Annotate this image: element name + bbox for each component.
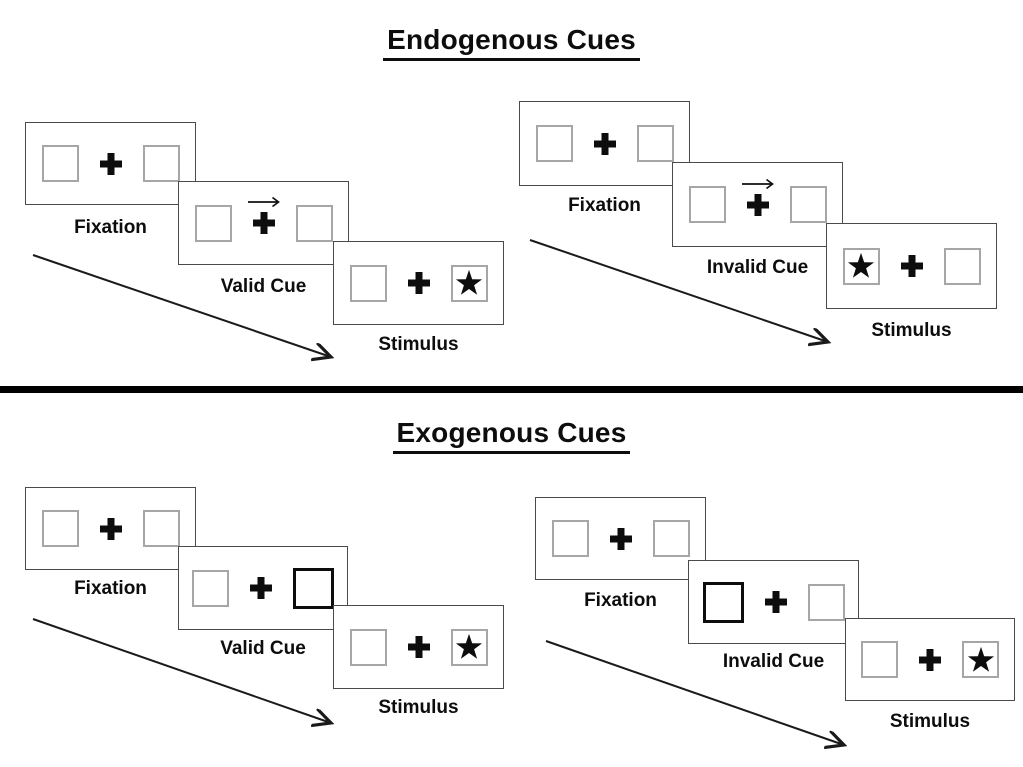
left-box [702,581,744,623]
panel-label: Fixation [584,590,657,611]
panel-label: Stimulus [378,334,459,355]
fixation-cross-icon [99,152,122,175]
left-box [861,641,898,678]
heavy-plus-icon [919,648,941,671]
fixation-panel [535,497,706,580]
right-box [652,520,690,557]
fixation-cross-icon [593,132,616,155]
section-title-endogenous: Endogenous Cues [0,24,1023,61]
section-divider [0,386,1023,393]
fixation-cross-icon [741,178,774,216]
left-box [192,569,229,607]
panel-label: Invalid Cue [722,651,825,672]
sequence-arrow-icon [545,640,856,755]
heavy-plus-icon [99,517,122,540]
panel-label: Valid Cue [220,638,306,659]
cue-arrow-icon [741,178,774,189]
right-box [636,125,674,162]
heavy-plus-icon [764,591,787,613]
star-icon [455,633,483,659]
section-title-text: Endogenous Cues [383,24,640,61]
sequence-arrow-icon [32,618,343,733]
heavy-plus-icon [407,272,430,294]
star-icon [455,269,483,295]
heavy-plus-icon [900,255,923,277]
fixation-cross-icon [609,527,632,550]
heavy-plus-icon [99,152,122,175]
left-box [349,628,387,666]
right-box [142,510,180,547]
fixation-cross-icon [250,577,272,599]
panel-label: Stimulus [378,697,459,718]
fixation-cross-icon [99,517,122,540]
right-box [293,567,334,609]
left-box [842,247,880,285]
left-box [194,204,232,242]
panel-label: Fixation [568,195,641,216]
panel-label: Fixation [74,217,147,238]
heavy-plus-icon [746,193,769,216]
left-box [551,520,589,557]
right-box [450,264,488,302]
panel-label: Valid Cue [220,276,307,297]
fixation-panel [25,487,196,570]
fixation-panel [519,101,690,186]
right-box [450,628,488,666]
panel-label: Invalid Cue [706,257,809,278]
fixation-cross-icon [764,591,787,613]
heavy-plus-icon [407,636,430,658]
fixation-panel [25,122,196,205]
fixation-cross-icon [247,196,280,234]
right-box [943,247,981,285]
cue-arrow-icon [247,196,280,208]
left-box [41,510,79,547]
right-box [295,204,333,242]
panel-label: Stimulus [889,711,971,732]
panel-label: Fixation [74,578,147,599]
heavy-plus-icon [593,132,616,155]
cue-panel [672,162,843,247]
sequence-arrow-icon [32,254,343,367]
sequence-arrow-icon [529,239,840,352]
right-box [789,186,827,223]
section-title-exogenous: Exogenous Cues [0,417,1023,454]
right-box [962,641,999,678]
star-icon [967,646,994,672]
fixation-cross-icon [407,272,430,294]
cue-panel [178,181,349,265]
cue-panel [688,560,859,644]
left-box [349,264,387,302]
cue-panel [178,546,348,630]
fixation-cross-icon [919,648,941,671]
stimulus-panel [845,618,1015,701]
left-box [535,125,573,162]
left-box [688,186,726,223]
left-box [41,145,79,182]
star-icon [847,252,875,278]
stimulus-panel [826,223,997,309]
stimulus-panel [333,605,504,689]
section-title-text: Exogenous Cues [392,417,631,454]
heavy-plus-icon [252,212,275,234]
right-box [142,145,180,182]
panel-label: Stimulus [871,320,952,341]
fixation-cross-icon [900,255,923,277]
right-box [807,583,845,621]
fixation-cross-icon [407,636,430,658]
heavy-plus-icon [250,577,272,599]
heavy-plus-icon [609,527,632,550]
stimulus-panel [333,241,504,325]
